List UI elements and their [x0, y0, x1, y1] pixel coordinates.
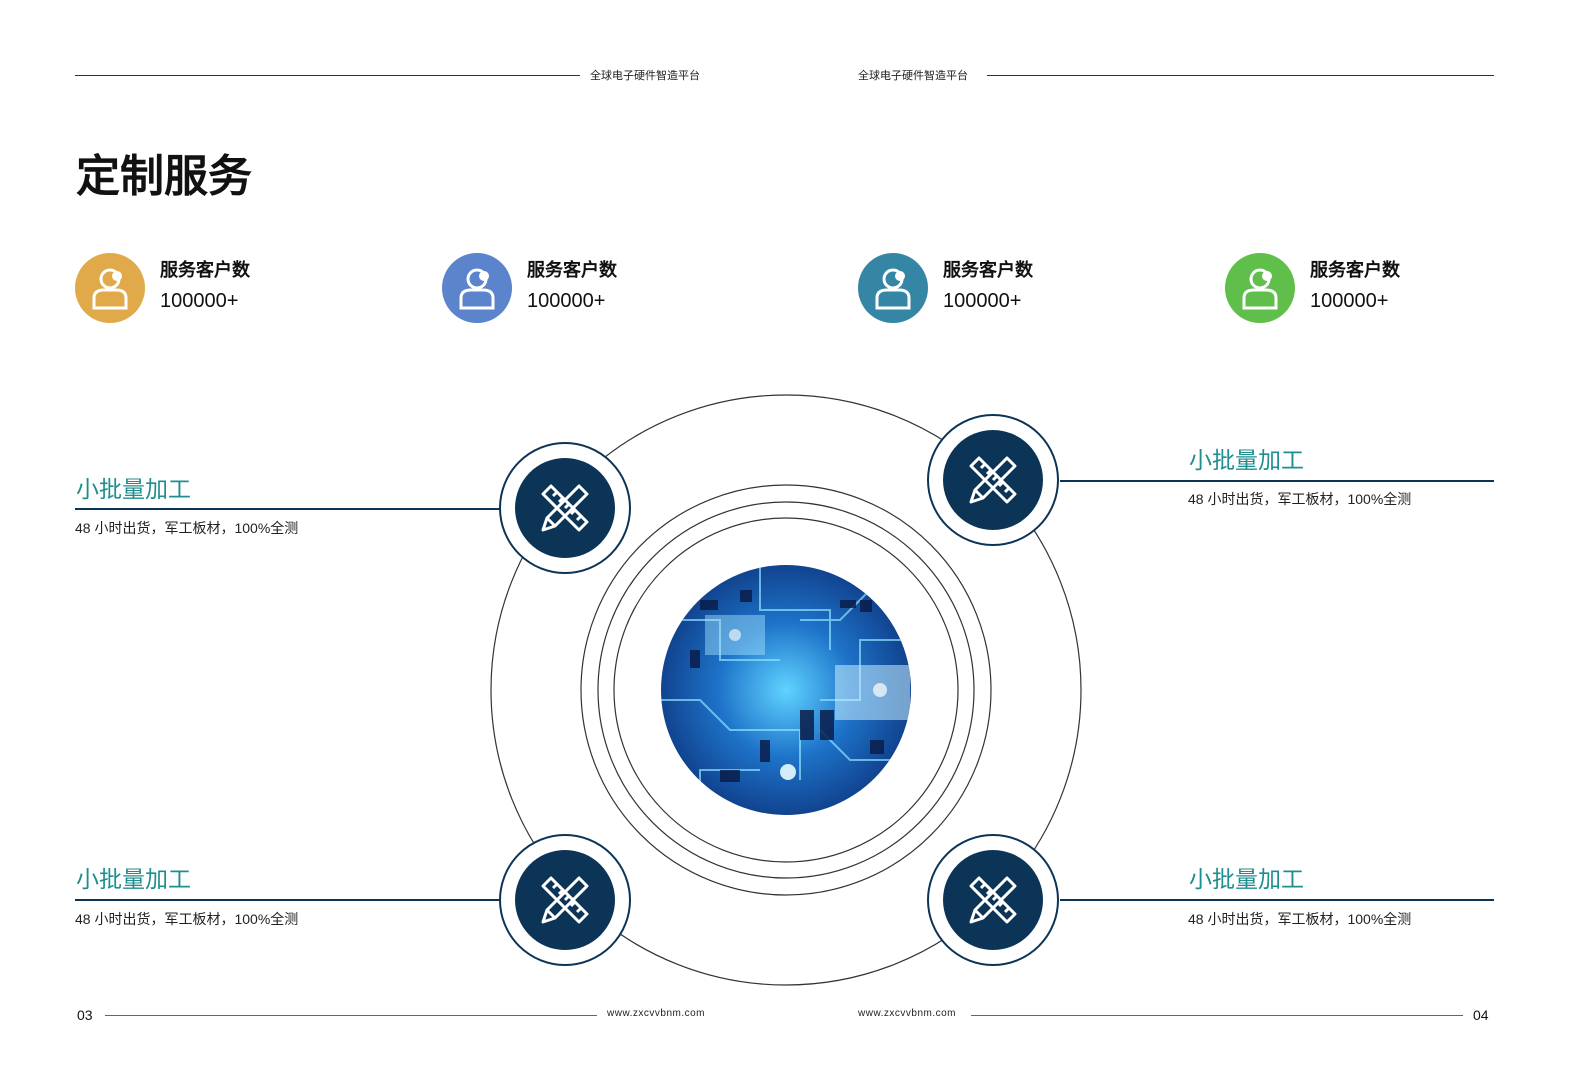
service-desc: 48 小时出货，军工板材，100%全测: [75, 520, 299, 536]
page-number-right: 04: [1473, 1007, 1489, 1023]
service-title: 小批量加工: [76, 476, 191, 502]
service-title: 小批量加工: [76, 866, 191, 892]
user-icon: [442, 253, 512, 323]
footer-url-left: www.zxcvvbnm.com: [607, 1008, 706, 1019]
outer-ring: [490, 394, 1082, 986]
pencil-ruler-icon: [541, 484, 589, 532]
stat-label: 服务客户数: [527, 260, 617, 280]
service-desc: 48 小时出货，军工板材，100%全测: [75, 911, 299, 927]
service-line: [1060, 899, 1494, 901]
inner-ring: [597, 501, 975, 879]
service-title: 小批量加工: [1189, 447, 1304, 473]
stat-label: 服务客户数: [160, 260, 250, 280]
service-line: [1060, 480, 1494, 482]
innermost-ring: [613, 517, 959, 863]
stat-label: 服务客户数: [943, 260, 1033, 280]
pencil-ruler-icon: [541, 876, 589, 924]
user-icon: [858, 253, 928, 323]
header-text-left: 全球电子硬件智造平台: [590, 70, 700, 82]
page-number-left: 03: [77, 1007, 93, 1023]
service-line: [75, 899, 500, 901]
pencil-ruler-icon: [969, 876, 1017, 924]
footer-url-right: www.zxcvvbnm.com: [858, 1008, 957, 1019]
service-node: [927, 414, 1059, 546]
service-line: [75, 508, 500, 510]
stat-label: 服务客户数: [1310, 260, 1400, 280]
service-node: [499, 442, 631, 574]
footer-rule-left: [105, 1015, 597, 1016]
user-icon: [75, 253, 145, 323]
service-node: [927, 834, 1059, 966]
page-title: 定制服务: [76, 152, 252, 201]
stat-value: 100000+: [527, 290, 606, 312]
footer-rule-right: [971, 1015, 1463, 1016]
stat-value: 100000+: [160, 290, 239, 312]
pencil-ruler-icon: [969, 456, 1017, 504]
header-text-right: 全球电子硬件智造平台: [858, 70, 968, 82]
header-rule-left: [75, 75, 580, 76]
service-title: 小批量加工: [1189, 866, 1304, 892]
stat-value: 100000+: [1310, 290, 1389, 312]
user-icon: [1225, 253, 1295, 323]
service-desc: 48 小时出货，军工板材，100%全测: [1188, 491, 1412, 507]
circuit-board-image: [661, 565, 911, 815]
header-rule-right: [987, 75, 1494, 76]
middle-ring: [580, 484, 992, 896]
service-desc: 48 小时出货，军工板材，100%全测: [1188, 911, 1412, 927]
stat-value: 100000+: [943, 290, 1022, 312]
service-node: [499, 834, 631, 966]
